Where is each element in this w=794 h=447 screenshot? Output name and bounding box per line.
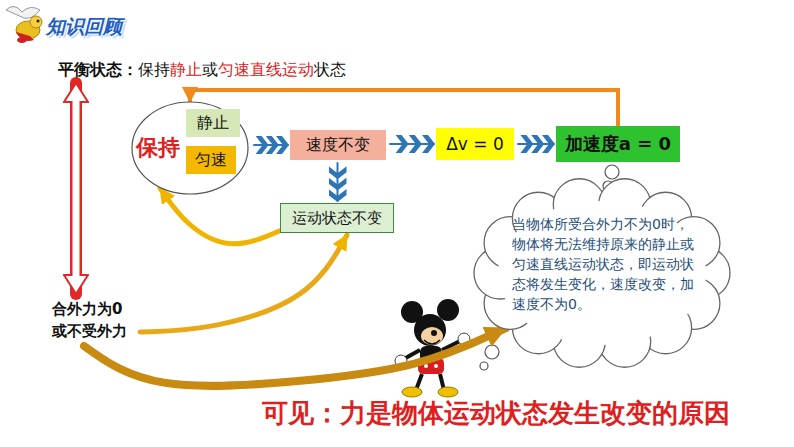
definition-run: 静止 (170, 60, 202, 79)
state-box: 匀速 (186, 146, 236, 174)
state-box: 静止 (186, 109, 240, 137)
node-label: 合外力为0 或不受外力 (52, 298, 136, 342)
node-label: 运动状态不变 (292, 209, 382, 228)
conclusion-caption: 可见：力是物体运动状态发生改变的原因 (262, 396, 730, 431)
node-label: 静止 (197, 113, 229, 134)
mascot-icon (6, 6, 42, 43)
cloud-outline (476, 180, 728, 366)
section-title: 知识回顾 (46, 14, 122, 40)
chevron-connector (337, 163, 339, 201)
arrow-connector (190, 90, 618, 126)
result-box: 加速度a = 0 (556, 126, 680, 162)
arrow-connector (84, 328, 506, 386)
arrow-connector (160, 188, 284, 244)
definition-run: 匀速直线运动 (218, 60, 314, 79)
process-box: Δv = 0 (436, 128, 514, 160)
definition-line: 平衡状态：保持静止或匀速直线运动状态 (58, 60, 346, 81)
condition-text: 合外力为0 或不受外力 (52, 298, 136, 342)
node-label: Δv = 0 (446, 134, 504, 154)
state-box: 运动状态不变 (280, 203, 394, 233)
chevron-connector (518, 143, 554, 145)
node-label: 当物体所受合外力不为0时，物体将无法维持原来的静止或匀速直线运动状态，即运动状态… (476, 180, 728, 314)
chevron-connector (390, 143, 434, 145)
definition-run: 平衡状态： (58, 60, 138, 79)
definition-run: 保持 (138, 60, 170, 79)
definition-run: 或 (202, 60, 218, 79)
callout-cloud: 当物体所受合外力不为0时，物体将无法维持原来的静止或匀速直线运动状态，即运动状态… (476, 180, 728, 366)
node-label: 加速度a = 0 (565, 132, 671, 156)
process-box: 速度不变 (290, 130, 386, 160)
node-label: 保持 (136, 133, 182, 163)
chevron-connector (254, 144, 288, 146)
keep-ellipse: 保持静止匀速 (130, 100, 250, 196)
arrow-connector (70, 83, 82, 294)
node-label: 速度不变 (306, 135, 370, 156)
definition-run: 状态 (314, 60, 346, 79)
arrow-hollow-core (73, 95, 80, 282)
arrow-connector (140, 235, 347, 332)
node-label: 匀速 (195, 150, 227, 171)
